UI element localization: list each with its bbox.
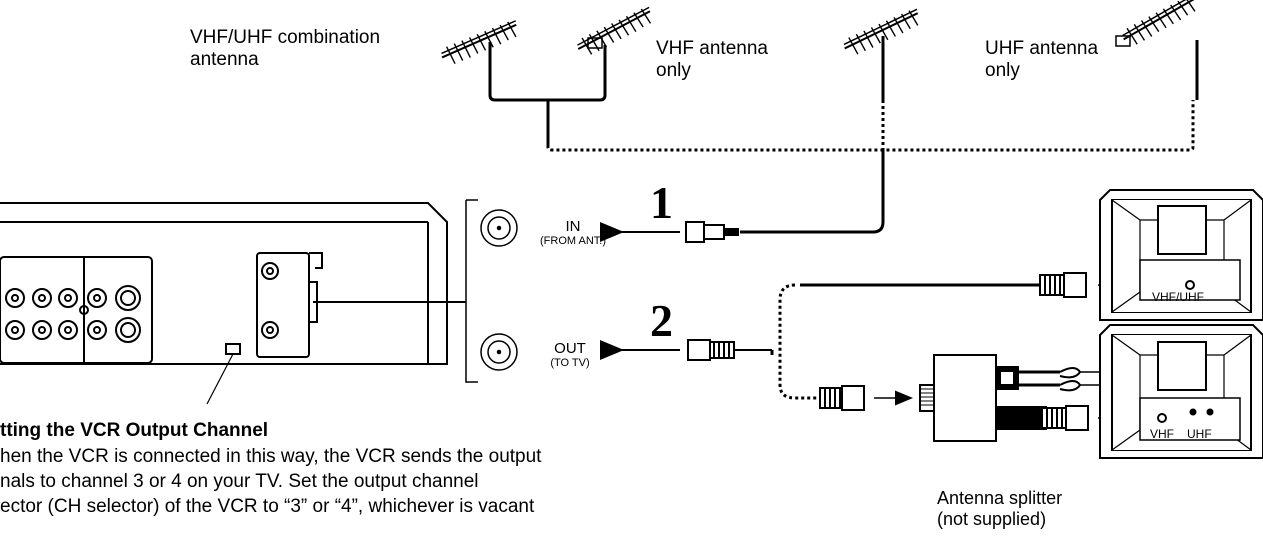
uhf-antenna-label: UHF antenna only [985, 38, 1099, 81]
step-2-number: 2 [650, 295, 673, 346]
out-cable-dotted [778, 283, 820, 400]
output-channel-line: hen the VCR is connected in this way, th… [0, 446, 542, 467]
plug-1 [685, 221, 739, 243]
tv-bottom-vhf-label: VHF [1150, 427, 1174, 441]
output-channel-line: nals to channel 3 or 4 on your TV. Set t… [0, 471, 479, 492]
tv-bottom-uhf-label: UHF [1187, 427, 1212, 441]
plug-2 [687, 339, 772, 361]
splitter-label: Antenna splitter (not supplied) [937, 488, 1063, 529]
output-channel-heading: tting the VCR Output Channel [0, 420, 269, 441]
tv-top [1099, 189, 1263, 321]
alternative-dotted-lines [546, 100, 1195, 152]
vhf-antenna-label: VHF antenna only [656, 38, 768, 81]
tv-top-terminal-label: VHF/UHF [1152, 290, 1204, 304]
uhf-antenna [1115, 0, 1203, 100]
antenna-splitter [919, 354, 1089, 442]
tv-bottom [1099, 324, 1263, 459]
in-out-jack-panel [465, 199, 518, 383]
vcr-rear-panel [0, 202, 466, 405]
output-channel-line: ector (CH selector) of the VCR to “3” or… [0, 496, 535, 517]
combination-antenna [437, 6, 658, 145]
vhf-antenna [839, 8, 924, 100]
combo-antenna-label: VHF/UHF combination antenna [190, 27, 381, 70]
plug-top-tv [1039, 272, 1087, 298]
av-jacks [5, 262, 279, 343]
antenna-cable [740, 150, 885, 234]
in-jack-label: IN (FROM ANT.) [540, 218, 606, 248]
plug-to-splitter [819, 385, 865, 411]
step-1-number: 1 [650, 177, 673, 228]
out-jack-label: OUT (TO TV) [550, 340, 590, 370]
